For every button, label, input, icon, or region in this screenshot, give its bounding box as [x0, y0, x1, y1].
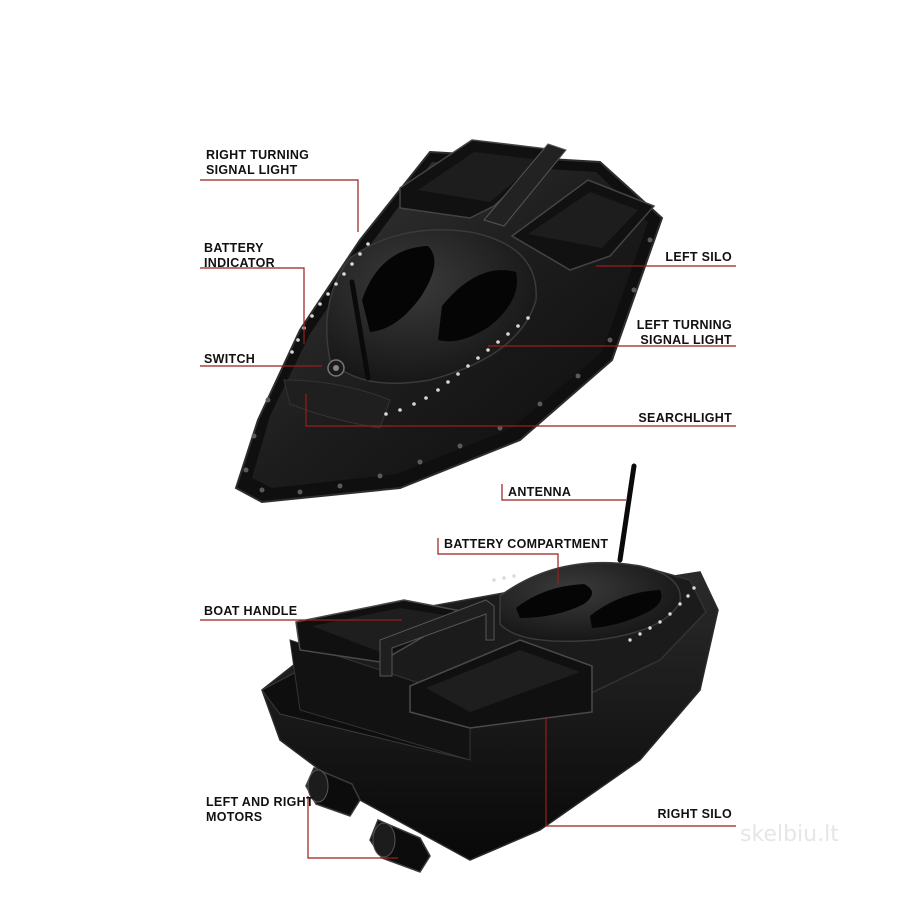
- label-searchlight: SEARCHLIGHT: [638, 411, 732, 425]
- leader-battery-indicator: [200, 267, 305, 344]
- top-battery-cover: [325, 229, 537, 385]
- label-antenna: ANTENNA: [508, 485, 572, 499]
- bottom-boat: [261, 463, 719, 873]
- leader-searchlight: [305, 394, 736, 427]
- label-battery-compartment: BATTERY COMPARTMENT: [444, 537, 609, 551]
- label-left-turning-signal-light: LEFT TURNING SIGNAL LIGHT: [636, 318, 732, 347]
- label-right-silo: RIGHT SILO: [657, 807, 732, 821]
- bottom-antenna: [617, 463, 637, 563]
- leader-motors: [307, 796, 398, 859]
- leader-battery-compartment: [437, 538, 559, 584]
- watermark: skelbiu.lt: [740, 822, 839, 847]
- label-left-and-right-motors: LEFT AND RIGHT MOTORS: [206, 795, 314, 824]
- bottom-battery-compartment: [499, 561, 682, 643]
- bottom-boat-handle: [379, 599, 495, 677]
- leader-antenna: [501, 484, 626, 501]
- leader-lines: [200, 179, 736, 859]
- label-boat-handle: BOAT HANDLE: [204, 604, 298, 618]
- bottom-motors: [305, 767, 431, 873]
- watermark-text: skelbiu.lt: [740, 822, 839, 847]
- top-boat-handle: [483, 143, 567, 227]
- label-right-turning-signal-light: RIGHT TURNING SIGNAL LIGHT: [206, 148, 310, 177]
- top-boat: [234, 139, 664, 504]
- leader-right-silo: [545, 718, 736, 827]
- label-left-silo: LEFT SILO: [665, 250, 732, 264]
- top-antenna: [349, 279, 371, 381]
- label-switch: SWITCH: [204, 352, 256, 366]
- leader-right-turning-signal: [200, 179, 359, 232]
- label-battery-indicator: BATTERY INDICATOR: [204, 241, 275, 270]
- top-led-strips: [290, 242, 530, 416]
